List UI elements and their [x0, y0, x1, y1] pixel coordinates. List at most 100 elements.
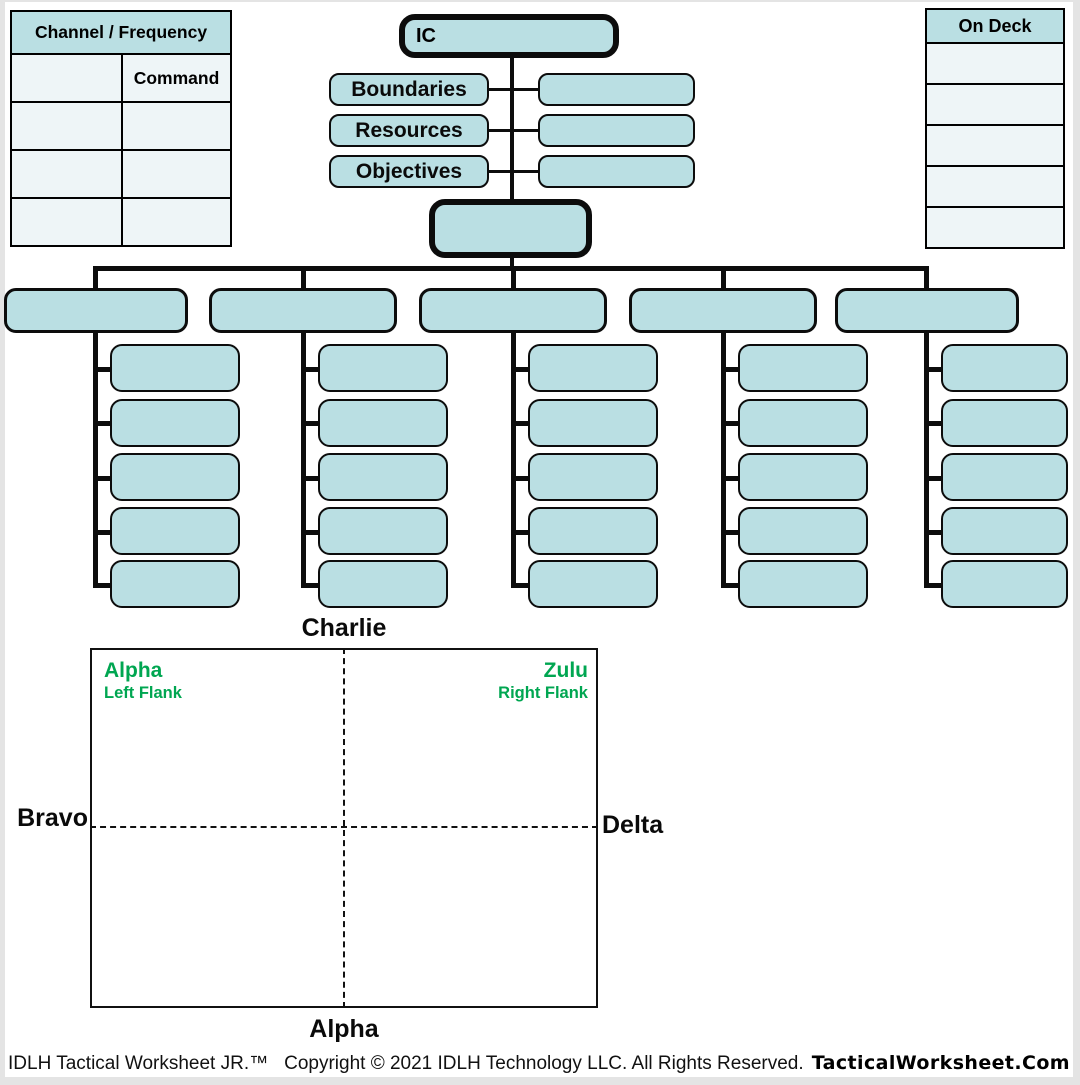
table-row: [12, 199, 230, 245]
ic-label: IC: [416, 24, 436, 47]
division-box[interactable]: [629, 288, 817, 333]
corner-subtitle: Left Flank: [104, 684, 182, 702]
field-connector-line: [488, 129, 538, 132]
unit-box[interactable]: [941, 344, 1068, 392]
column-line: [93, 331, 98, 588]
unit-box[interactable]: [110, 399, 240, 447]
assignment-cell[interactable]: [123, 151, 230, 197]
copyright-text: Copyright © 2021 IDLH Technology LLC. Al…: [284, 1053, 804, 1074]
unit-box[interactable]: [528, 507, 658, 555]
unit-stub-line: [926, 530, 944, 535]
operations-box[interactable]: [429, 199, 592, 258]
org-drop-line: [924, 266, 929, 290]
unit-box[interactable]: [318, 399, 448, 447]
boundaries-value-box[interactable]: [538, 73, 695, 106]
unit-stub-line: [513, 583, 531, 588]
column-line: [721, 331, 726, 588]
division-box[interactable]: [419, 288, 607, 333]
on-deck-header: On Deck: [927, 10, 1063, 44]
map-corner-top-left: Alpha Left Flank: [104, 659, 182, 703]
org-drop-line: [721, 266, 726, 290]
unit-stub-line: [513, 476, 531, 481]
unit-box[interactable]: [318, 344, 448, 392]
channel-cell[interactable]: [12, 151, 123, 197]
org-drop-line: [93, 266, 98, 290]
unit-box[interactable]: [738, 399, 868, 447]
unit-stub-line: [303, 367, 321, 372]
org-drop-line: [511, 266, 516, 290]
boundaries-label-box: Boundaries: [329, 73, 489, 106]
unit-box[interactable]: [738, 507, 868, 555]
channel-frequency-table: Channel / Frequency Command: [10, 10, 232, 247]
table-row: Command: [12, 55, 230, 103]
corner-subtitle: Right Flank: [498, 684, 588, 702]
column-line: [511, 331, 516, 588]
unit-stub-line: [513, 530, 531, 535]
org-drop-line: [301, 266, 306, 290]
resources-value-box[interactable]: [538, 114, 695, 147]
unit-box[interactable]: [318, 560, 448, 608]
ic-box[interactable]: IC: [399, 14, 619, 58]
unit-box[interactable]: [528, 399, 658, 447]
division-box[interactable]: [4, 288, 188, 333]
division-box[interactable]: [835, 288, 1019, 333]
unit-stub-line: [926, 421, 944, 426]
assignment-cell[interactable]: [123, 199, 230, 245]
unit-stub-line: [723, 421, 741, 426]
on-deck-slot[interactable]: [927, 167, 1063, 208]
unit-stub-line: [723, 530, 741, 535]
unit-stub-line: [303, 583, 321, 588]
map-left-label: Bravo: [17, 804, 88, 832]
assignment-cell[interactable]: [123, 103, 230, 149]
on-deck-slot[interactable]: [927, 85, 1063, 126]
unit-box[interactable]: [318, 507, 448, 555]
channel-frequency-header: Channel / Frequency: [12, 12, 230, 55]
unit-stub-line: [303, 530, 321, 535]
brand-link[interactable]: TacticalWorksheet.Com: [811, 1052, 1070, 1074]
unit-box[interactable]: [318, 453, 448, 501]
corner-title: Alpha: [104, 659, 163, 682]
on-deck-slot[interactable]: [927, 44, 1063, 85]
unit-stub-line: [95, 367, 113, 372]
table-row: [12, 103, 230, 151]
on-deck-slot[interactable]: [927, 208, 1063, 247]
unit-box[interactable]: [110, 453, 240, 501]
unit-box[interactable]: [941, 399, 1068, 447]
assignment-cell: Command: [133, 67, 220, 88]
unit-box[interactable]: [110, 560, 240, 608]
unit-box[interactable]: [738, 344, 868, 392]
unit-box[interactable]: [528, 560, 658, 608]
unit-box[interactable]: [528, 344, 658, 392]
unit-box[interactable]: [941, 560, 1068, 608]
corner-title: Zulu: [543, 659, 588, 682]
unit-box[interactable]: [110, 507, 240, 555]
unit-stub-line: [95, 530, 113, 535]
channel-cell[interactable]: [12, 103, 123, 149]
unit-box[interactable]: [110, 344, 240, 392]
on-deck-slot[interactable]: [927, 126, 1063, 167]
footer: IDLH Tactical Worksheet JR.™ Copyright ©…: [8, 1052, 1070, 1075]
unit-box[interactable]: [941, 507, 1068, 555]
unit-stub-line: [926, 476, 944, 481]
division-box[interactable]: [209, 288, 397, 333]
channel-cell[interactable]: [12, 199, 123, 245]
map-right-label: Delta: [602, 811, 664, 839]
unit-box[interactable]: [528, 453, 658, 501]
unit-stub-line: [513, 367, 531, 372]
objectives-value-box[interactable]: [538, 155, 695, 188]
column-line: [924, 331, 929, 588]
unit-box[interactable]: [738, 560, 868, 608]
unit-box[interactable]: [941, 453, 1068, 501]
channel-cell[interactable]: [12, 55, 123, 101]
field-connector-line: [488, 170, 538, 173]
unit-box[interactable]: [738, 453, 868, 501]
map-horizontal-divider: [90, 826, 598, 828]
unit-stub-line: [303, 421, 321, 426]
unit-stub-line: [513, 421, 531, 426]
objectives-label-box: Objectives: [329, 155, 489, 188]
unit-stub-line: [95, 476, 113, 481]
command-vertical-line: [510, 56, 514, 270]
unit-stub-line: [95, 583, 113, 588]
unit-stub-line: [723, 367, 741, 372]
